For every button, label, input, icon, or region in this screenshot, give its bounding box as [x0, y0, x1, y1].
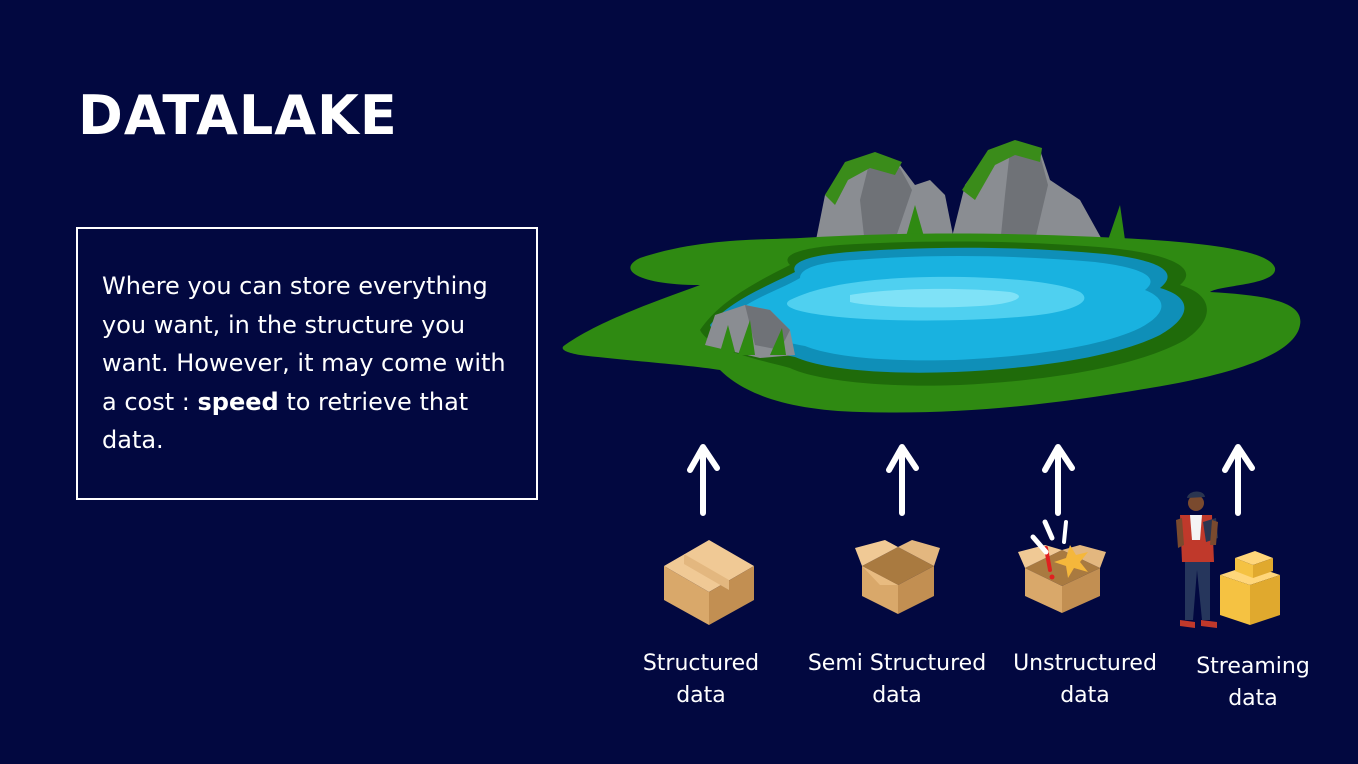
description-box: Where you can store everything you want,…: [76, 227, 538, 500]
description-end: to retrieve that data.: [102, 387, 469, 455]
description-text: Where you can store everything you want,…: [102, 267, 527, 460]
open-box-icon: [855, 540, 940, 614]
arrow-up-icon: [1222, 444, 1255, 516]
closed-box-icon: [664, 540, 754, 625]
source-label-unstructured: Unstructured data: [1013, 651, 1157, 708]
rock-icon: [815, 140, 1125, 245]
lake-icon: [562, 233, 1301, 413]
messy-box-icon: [1018, 519, 1106, 613]
source-label-structured: Structured data: [642, 651, 760, 708]
source-label-semi-structured: Semi Structured data: [807, 651, 987, 708]
description-emphasis: speed: [197, 387, 279, 416]
description-main: Where you can store everything you want,…: [102, 272, 506, 416]
arrow-up-icon: [886, 444, 919, 516]
page-title: DATALAKE: [78, 84, 398, 147]
courier-with-boxes-icon: [1176, 491, 1280, 628]
arrow-up-icon: [1042, 444, 1075, 516]
arrow-up-icon: [687, 444, 720, 516]
source-label-streaming: Streaming data: [1196, 654, 1310, 711]
